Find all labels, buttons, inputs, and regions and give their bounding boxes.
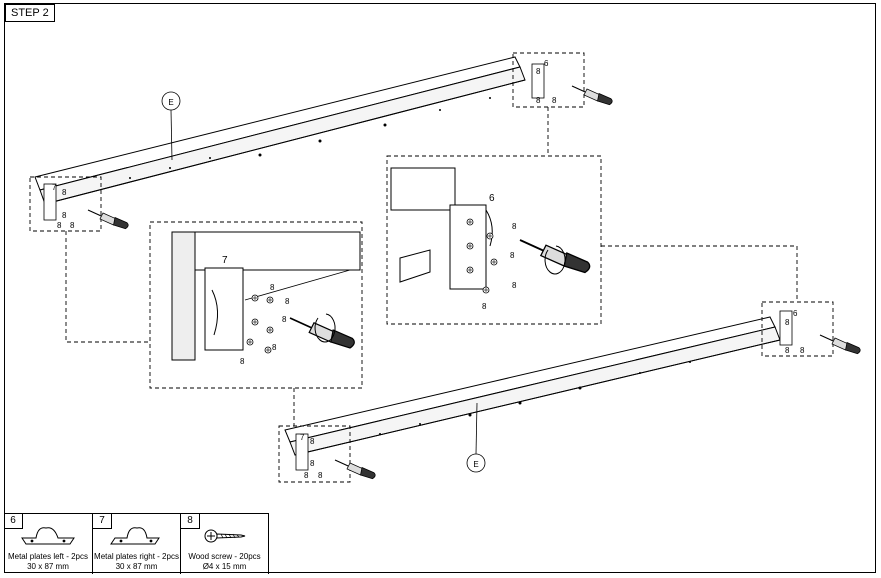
detail-box-plate-7 bbox=[149, 221, 363, 389]
svg-text:8: 8 bbox=[512, 222, 517, 231]
plate-6-detail: 6 8 8 8 8 bbox=[390, 167, 591, 311]
part-number: 7 bbox=[93, 514, 112, 529]
rail-e-callout-bottom: E bbox=[466, 402, 486, 473]
svg-text:8: 8 bbox=[285, 297, 290, 306]
svg-text:8: 8 bbox=[282, 315, 287, 324]
part-size: Ø4 x 15 mm bbox=[202, 562, 247, 571]
part-size: 30 x 87 mm bbox=[115, 562, 158, 571]
svg-text:7: 7 bbox=[52, 183, 57, 192]
svg-text:8: 8 bbox=[552, 96, 557, 105]
screwdriver-small-lower-right bbox=[819, 334, 861, 355]
svg-text:8: 8 bbox=[270, 283, 275, 292]
part-6: 6 Metal plates left - 2pcs 30 x 87 mm bbox=[4, 514, 92, 574]
svg-text:8: 8 bbox=[57, 221, 62, 230]
part-number: 8 bbox=[181, 514, 200, 529]
svg-text:8: 8 bbox=[536, 96, 541, 105]
svg-text:6: 6 bbox=[793, 309, 798, 318]
wood-screw-icon bbox=[204, 529, 246, 543]
svg-text:8: 8 bbox=[512, 281, 517, 290]
detail-box-lower-right bbox=[761, 301, 834, 357]
svg-text:8: 8 bbox=[785, 346, 790, 355]
part-8: 8 Wood screw - 20pcs Ø4 x 15 mm bbox=[180, 514, 268, 574]
part-name: Metal plates left - 2pcs bbox=[7, 552, 89, 561]
screwdriver-small-lower-left bbox=[334, 459, 376, 480]
svg-text:8: 8 bbox=[310, 459, 315, 468]
svg-text:6: 6 bbox=[489, 193, 495, 204]
screwdriver-small-upper-left bbox=[87, 209, 129, 230]
metal-plate-left-icon bbox=[21, 527, 75, 545]
upper-rail bbox=[34, 56, 526, 205]
svg-text:6: 6 bbox=[544, 59, 549, 68]
part-7: 7 Metal plates right - 2pcs 30 x 87 mm bbox=[92, 514, 180, 574]
part-name: Metal plates right - 2pcs bbox=[94, 552, 179, 561]
svg-text:8: 8 bbox=[62, 211, 67, 220]
lower-rail bbox=[284, 316, 781, 456]
svg-text:E: E bbox=[473, 460, 478, 469]
svg-text:8: 8 bbox=[536, 67, 541, 76]
detail-box-lower-left bbox=[278, 425, 351, 483]
svg-text:E: E bbox=[168, 98, 173, 107]
screwdriver-small-upper-right bbox=[571, 85, 613, 106]
svg-text:8: 8 bbox=[482, 302, 487, 311]
svg-text:8: 8 bbox=[240, 357, 245, 366]
svg-text:8: 8 bbox=[272, 343, 277, 352]
rail-e-callout-top: E bbox=[161, 91, 181, 161]
step-label: STEP 2 bbox=[5, 4, 55, 22]
part-name: Wood screw - 20pcs bbox=[188, 552, 261, 561]
svg-text:8: 8 bbox=[510, 251, 515, 260]
svg-text:7: 7 bbox=[300, 433, 305, 442]
svg-text:8: 8 bbox=[304, 471, 309, 480]
svg-text:8: 8 bbox=[310, 437, 315, 446]
svg-text:8: 8 bbox=[62, 188, 67, 197]
svg-text:8: 8 bbox=[800, 346, 805, 355]
detail-box-upper-right bbox=[512, 52, 585, 108]
svg-text:8: 8 bbox=[318, 471, 323, 480]
part-size: 30 x 87 mm bbox=[27, 562, 69, 571]
parts-legend: 6 Metal plates left - 2pcs 30 x 87 mm 7 … bbox=[4, 513, 269, 574]
plate-7-detail: 7 8 8 8 8 8 bbox=[171, 231, 361, 366]
svg-text:8: 8 bbox=[785, 318, 790, 327]
detail-box-upper-left bbox=[29, 176, 102, 232]
detail-box-plate-6 bbox=[386, 155, 602, 325]
part-number: 6 bbox=[4, 514, 23, 529]
diagram-frame bbox=[4, 3, 876, 573]
svg-text:7: 7 bbox=[222, 255, 228, 266]
svg-text:8: 8 bbox=[70, 221, 75, 230]
metal-plate-right-icon bbox=[110, 527, 160, 545]
